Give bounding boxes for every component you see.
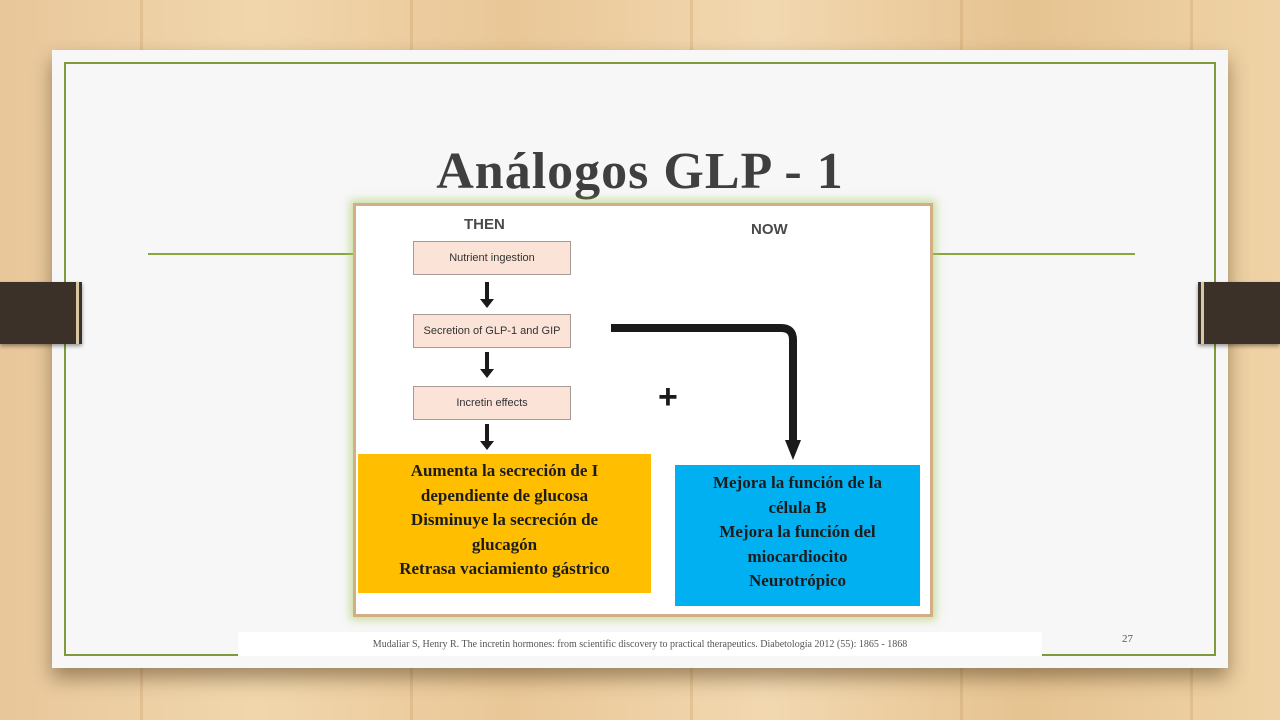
flow-step-nutrient-ingestion: Nutrient ingestion: [413, 241, 571, 275]
binder-clip-left: [0, 282, 82, 344]
plus-symbol: +: [658, 378, 678, 416]
flow-step-secretion: Secretion of GLP-1 and GIP: [413, 314, 571, 348]
blue-effects-callout: Mejora la función de la célula B Mejora …: [675, 465, 920, 606]
callout-line: Disminuye la secreción de: [410, 510, 599, 529]
callout-line: Neurotrópico: [749, 571, 846, 590]
callout-line: Retrasa vaciamiento gástrico: [399, 559, 610, 578]
binder-clip-right: [1198, 282, 1280, 344]
callout-line: glucagón: [471, 534, 538, 554]
now-connector-arrow: [611, 324, 801, 460]
callout-line: miocardiocito: [747, 546, 848, 566]
flow-step-incretin-effects: Incretin effects: [413, 386, 571, 420]
slide-title: Análogos GLP - 1: [436, 143, 844, 200]
callout-line: Mejora la función del: [719, 522, 876, 541]
callout-line: Aumenta la secreción de I: [410, 461, 599, 480]
callout-line: dependiente de glucosa: [420, 485, 589, 505]
callout-line: célula B: [768, 497, 827, 517]
now-heading: NOW: [751, 221, 788, 238]
callout-line: Mejora la función de la: [712, 473, 883, 492]
page-number: 27: [1122, 633, 1133, 645]
orange-effects-callout: Aumenta la secreción de I dependiente de…: [358, 454, 651, 593]
then-heading: THEN: [464, 216, 505, 233]
reference-citation: Mudaliar S, Henry R. The incretin hormon…: [238, 632, 1042, 656]
